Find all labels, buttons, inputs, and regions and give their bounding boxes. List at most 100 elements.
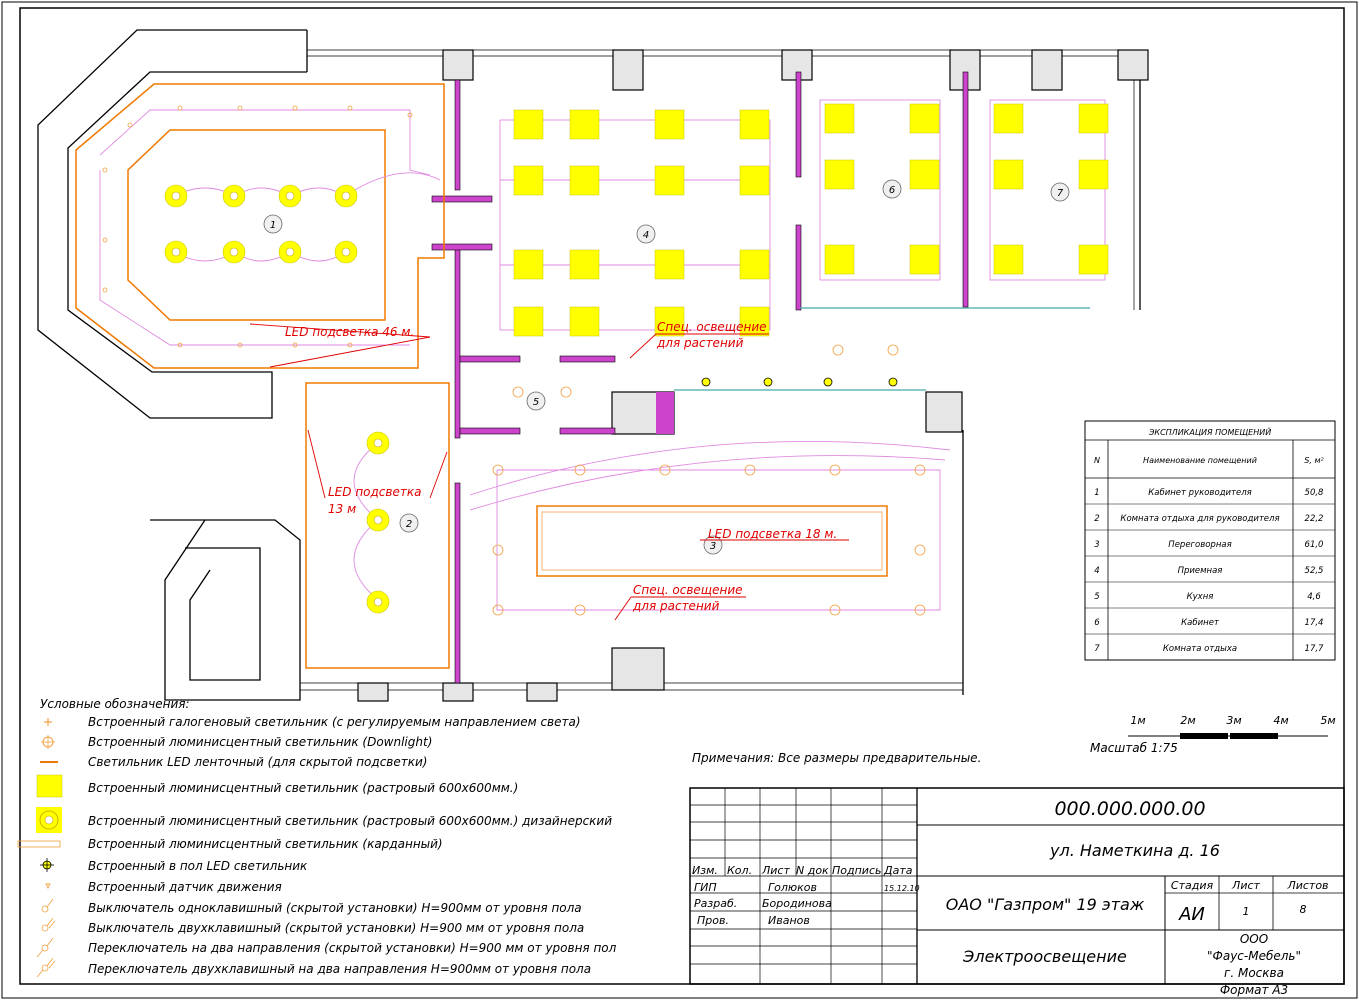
designer-fixture-centers xyxy=(171,191,383,607)
outer-walls xyxy=(37,29,1141,701)
legend-label-led-strip: Светильник LED ленточный (для скрытой по… xyxy=(88,755,427,769)
annotation-led-46: LED подсветка 46 м. xyxy=(285,325,414,339)
company-line-1: ООО xyxy=(1240,932,1268,946)
room-marker-6: 6 xyxy=(882,179,902,199)
cardan-icon xyxy=(17,840,61,848)
doc-number: 000.000.000.00 xyxy=(1054,798,1205,820)
col-header-list: Лист xyxy=(761,864,790,877)
notes-text: Примечания: Все размеры предварительные. xyxy=(692,751,981,765)
table-cell: 6 xyxy=(1094,618,1100,628)
annotation-led-13: LED подсветка xyxy=(328,485,421,499)
table-cell: 17,7 xyxy=(1305,644,1325,654)
switch-twoway-double-icon xyxy=(36,957,56,978)
switch-double-icon xyxy=(41,917,56,932)
room-marker-1: 1 xyxy=(263,214,283,234)
room-number-2: 2 xyxy=(406,519,412,530)
explication-header-name: Наименование помещений xyxy=(1143,456,1257,465)
halogen-spots xyxy=(102,105,926,616)
shaft-marker xyxy=(656,392,674,434)
raster-fixtures xyxy=(513,103,1109,337)
table-cell: 52,5 xyxy=(1305,566,1324,576)
name-prov: Иванов xyxy=(768,914,810,927)
wiring xyxy=(99,99,1106,611)
annotation-plants-bottom-2: для растений xyxy=(632,599,720,613)
designer-fixtures xyxy=(164,184,390,614)
downlight-icon xyxy=(41,735,55,749)
company-line-3: г. Москва xyxy=(1224,966,1284,980)
table-cell: 7 xyxy=(1094,644,1100,654)
room-markers: 1 2 3 4 5 6 7 xyxy=(263,179,1070,555)
legend-label-switch-single: Выключатель одноклавишный (скрытой устан… xyxy=(88,901,582,915)
legend-title: Условные обозначения: xyxy=(40,697,190,711)
annotation-plants-top: Спец. освещение xyxy=(657,320,767,334)
table-cell: 50,8 xyxy=(1305,488,1325,498)
room-marker-2: 2 xyxy=(399,513,419,533)
room-marker-4: 4 xyxy=(636,224,656,244)
table-cell: Комната отдыха xyxy=(1163,644,1237,654)
scale-tick-1: 1м xyxy=(1130,714,1145,727)
sheet-header: Лист xyxy=(1231,879,1260,892)
scale-tick-4: 4м xyxy=(1273,714,1288,727)
title-block xyxy=(689,787,1345,985)
table-cell: Переговорная xyxy=(1168,540,1231,550)
col-header-ndok: N док xyxy=(796,864,829,877)
table-cell: Приемная xyxy=(1178,566,1223,576)
legend-label-cardan: Встроенный люминисцентный светильник (ка… xyxy=(88,837,443,851)
section-name: Электроосвещение xyxy=(962,947,1127,966)
room-number-4: 4 xyxy=(643,230,649,241)
legend-label-halogen: Встроенный галогеновый светильник (с рег… xyxy=(88,715,581,729)
scale-tick-2: 2м xyxy=(1180,714,1195,727)
room-marker-7: 7 xyxy=(1050,182,1070,202)
role-gip: ГИП xyxy=(694,881,717,894)
legend-label-switch-double: Выключатель двухклавишный (скрытой устан… xyxy=(88,921,584,935)
table-cell: 5 xyxy=(1094,592,1099,602)
switch-twoway-icon xyxy=(36,937,54,958)
room-number-5: 5 xyxy=(533,397,539,408)
plan-annotations: LED подсветка 46 м. LED подсветка 13 м L… xyxy=(249,320,849,621)
stage-header: Стадия xyxy=(1171,879,1214,892)
name-razrab: Бородинова xyxy=(762,897,832,910)
designer-panel-icon xyxy=(36,807,62,833)
stage-value: АИ xyxy=(1178,904,1205,925)
object-address: ул. Наметкина д. 16 xyxy=(1049,841,1220,860)
annotation-led-18: LED подсветка 18 м. xyxy=(708,527,837,541)
table-cell: 3 xyxy=(1094,540,1099,550)
floor-led-icon xyxy=(40,858,54,872)
role-razrab: Разраб. xyxy=(694,897,737,910)
annotation-led-13-length: 13 м xyxy=(328,502,356,516)
object-name: ОАО "Газпром" 19 этаж xyxy=(946,895,1145,914)
explication-table: ЭКСПЛИКАЦИЯ ПОМЕЩЕНИЙ N Наименование пом… xyxy=(1084,420,1336,661)
explication-header-n: N xyxy=(1094,456,1100,465)
scale-tick-3: 3м xyxy=(1226,714,1241,727)
table-cell: Кабинет руководителя xyxy=(1148,488,1252,498)
legend-label-motion-sensor: Встроенный датчик движения xyxy=(88,880,282,894)
legend-label-switch-twoway-double: Переключатель двухклавишный на два напра… xyxy=(88,962,591,976)
scale-tick-5: 5м xyxy=(1320,714,1335,727)
date-gip: 15.12.10 xyxy=(884,884,920,893)
table-cell: 4 xyxy=(1094,566,1099,576)
format-label: Формат А3 xyxy=(1220,983,1288,997)
room-marker-3: 3 xyxy=(703,535,723,555)
halogen-icon xyxy=(44,718,52,726)
sheet-value: 1 xyxy=(1243,905,1250,918)
sheets-header: Листов xyxy=(1286,879,1328,892)
role-prov: Пров. xyxy=(697,914,729,927)
switch-single-icon xyxy=(41,898,54,913)
table-cell: Кабинет xyxy=(1181,618,1220,628)
table-cell: 4,6 xyxy=(1307,592,1321,602)
sheets-value: 8 xyxy=(1300,903,1307,916)
col-header-izm: Изм. xyxy=(692,864,718,877)
sheet-inner-frame xyxy=(19,7,1345,985)
motion-sensor-icon xyxy=(45,883,51,890)
name-gip: Голюков xyxy=(768,881,817,894)
title-block-text: 000.000.000.00 ул. Наметкина д. 16 ОАО "… xyxy=(692,798,1329,997)
table-cell: 22,2 xyxy=(1305,514,1324,524)
columns xyxy=(357,49,1149,702)
table-cell: Комната отдыха для руководителя xyxy=(1120,514,1279,524)
table-cell: 1 xyxy=(1094,488,1099,498)
floor-led-track xyxy=(674,307,1090,391)
room-number-1: 1 xyxy=(270,220,276,231)
legend-label-floor-led: Встроенный в пол LED светильник xyxy=(88,859,308,873)
